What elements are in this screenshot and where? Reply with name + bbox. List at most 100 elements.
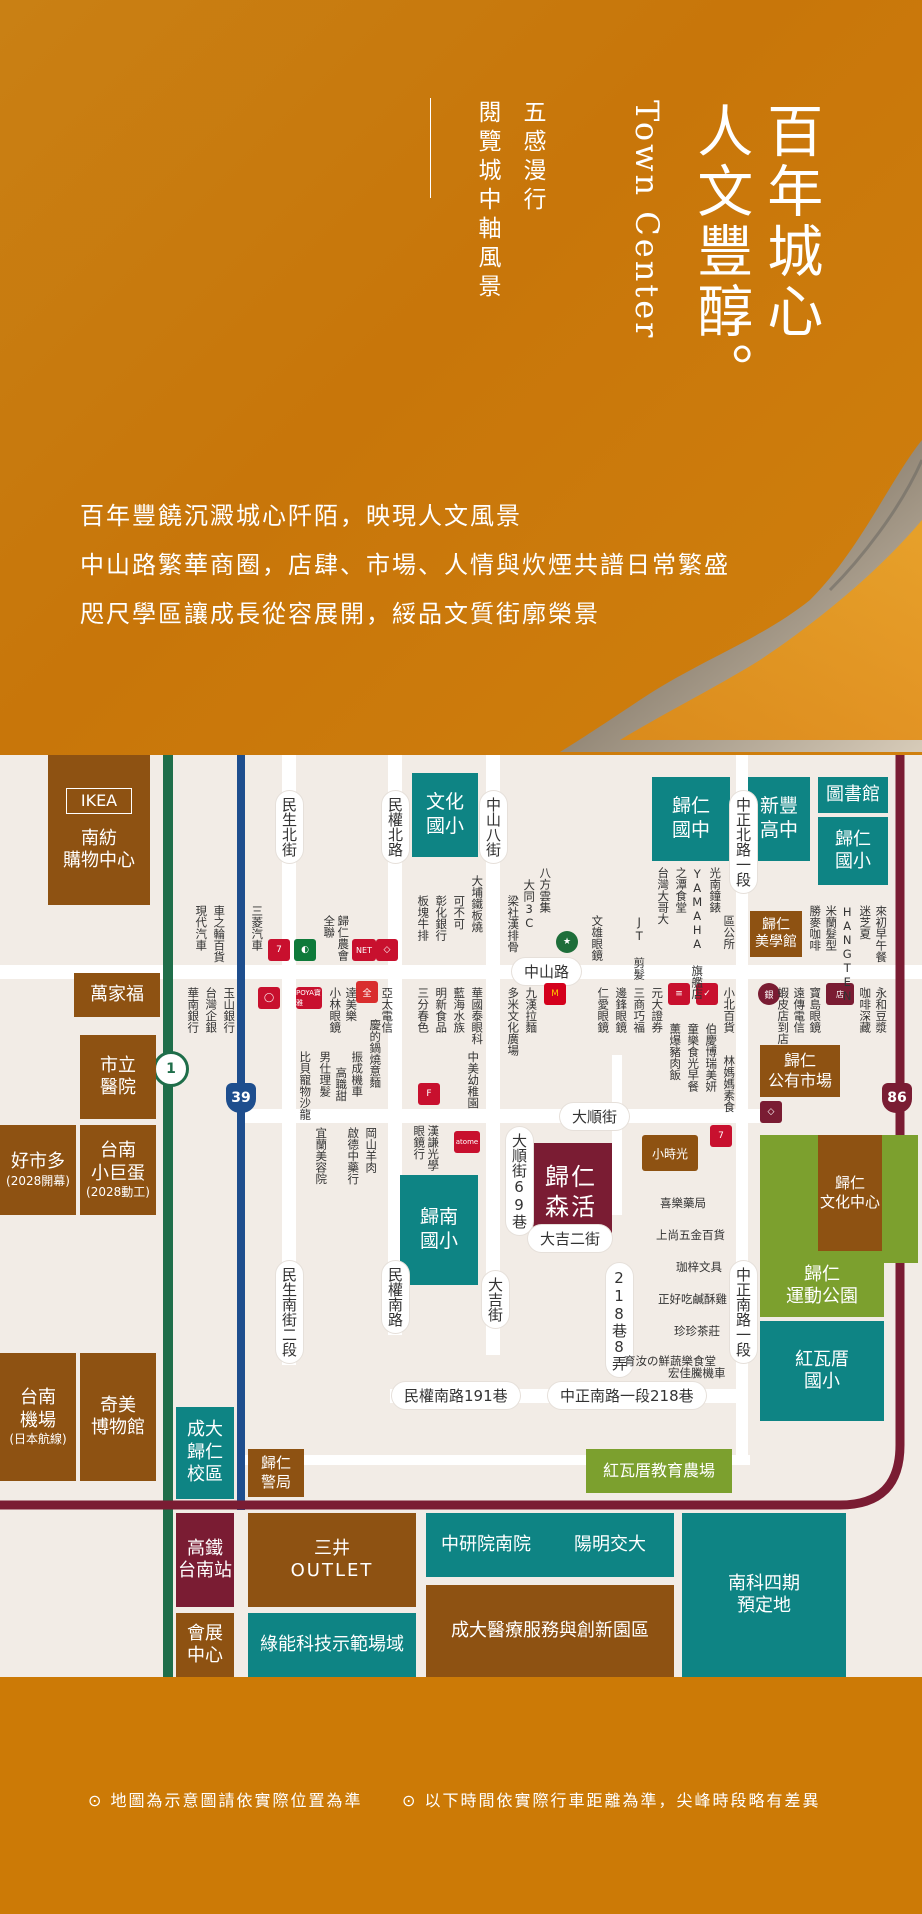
area-map: 1 39 86 IKEA 南紡 購物中心 萬家福 市立 醫院 好市多 (2028…: [0, 755, 922, 1677]
nycu: 陽明交大: [546, 1513, 674, 1577]
shop-xiaolin: 小林眼鏡: [328, 987, 343, 1033]
road-label-minquan-n: 民權北路: [382, 791, 409, 863]
shop-yushan: 玉山銀行: [222, 987, 237, 1033]
library: 圖書館: [818, 777, 888, 813]
road-label-zhongshan8: 中山八街: [480, 791, 507, 863]
nanfang-mall: IKEA 南紡 購物中心: [48, 755, 150, 905]
shop-yuanchuan: 遠傳電信: [792, 987, 807, 1033]
starbucks-icon: ★: [556, 931, 578, 953]
route-39-shield: 39: [226, 1083, 256, 1113]
hsr-tainan: 高鐵 台南站: [176, 1513, 234, 1607]
title-col2: 人文豐醇。: [687, 102, 753, 402]
shop-laichu: 來初早午餐: [874, 905, 889, 963]
road-label-minquan-s: 民權南路: [382, 1261, 409, 1333]
shop-guangnan2: 慶的鍋燒意麵: [368, 1019, 383, 1088]
road-label-minsheng-n: 民生北街: [276, 791, 303, 863]
seven-eleven-icon-2: 7: [710, 1125, 732, 1147]
shop-dajia: 達美樂: [344, 987, 359, 1022]
ikea-logo: IKEA: [65, 787, 133, 814]
note-time-disclaimer: ⊙ 以下時間依實際行車距離為準，尖峰時段略有差異: [402, 1791, 821, 1810]
hongwacuo-farm: 紅瓦厝教育農場: [586, 1449, 732, 1493]
shop-milan: 米蘭髮型: [824, 905, 839, 951]
road-label-dashun69: 大順街69巷: [506, 1127, 533, 1235]
shop-jiugongge: 九漢拉麵: [524, 987, 539, 1033]
guiren-culture-center: 歸仁 文化中心: [818, 1135, 882, 1251]
chimei-museum: 奇美 博物館: [80, 1353, 156, 1481]
road-zhongshan8: [486, 755, 500, 1355]
shop-yanxin: 眼鏡行: [412, 1125, 427, 1160]
shop-tongle: 童樂食光早餐: [686, 1023, 701, 1092]
road-minquan: [388, 755, 402, 1335]
road-label-zhongshan: 中山路: [512, 958, 582, 985]
shop-hongjie: 宏佳騰機車: [668, 1366, 726, 1380]
hongwacuo-elementary: 紅瓦厝 國小: [760, 1321, 884, 1421]
project-site: 歸仁 森活: [530, 1143, 612, 1241]
shop-hangten: HANGTEN: [840, 905, 855, 1003]
familymart-icon: F: [418, 1083, 440, 1105]
road-dashun: [240, 1109, 760, 1123]
footer: ⊙ 地圖為示意圖請依實際位置為準 ⊙ 以下時間依實際行車距離為準，尖峰時段略有差…: [0, 1677, 922, 1914]
wanjiafu: 萬家福: [74, 973, 160, 1017]
poya-logo: POYA寶雅: [296, 987, 322, 1009]
shop-mitsubishi: 三菱汽車: [250, 905, 265, 951]
road-lane218: [612, 1055, 622, 1215]
shop-hanqian: 漢謙光學: [426, 1125, 441, 1171]
road-label-daji: 大吉街: [482, 1271, 509, 1328]
store-logo: 店: [826, 983, 854, 1005]
intro-line-1: 百年豐饒沉澱城心阡陌，映現人文風景: [80, 502, 522, 530]
road-label-minsheng-s2: 民生南街二段: [276, 1261, 303, 1363]
guiren-junior-high: 歸仁 國中: [652, 777, 730, 861]
guinan-elementary: 歸南 國小: [400, 1175, 478, 1285]
road-label-zhongzheng-n1: 中正北路一段: [730, 791, 757, 893]
road-label-zhongzheng-s1: 中正南路一段: [730, 1261, 757, 1363]
shop-qucheng: 區公所: [722, 915, 737, 950]
shop-bosheng: 伯慶博瑞美妍: [704, 1023, 719, 1092]
shop-jiazi: 珈梓文具: [676, 1260, 722, 1274]
shop-yilan: 宜蘭美容院: [314, 1127, 329, 1185]
shop-zhenzhen: 珍珍茶莊: [674, 1324, 720, 1338]
mitsui-outlet: 三井 OUTLET: [248, 1513, 416, 1607]
shop-beef: 板塊牛排: [416, 895, 431, 941]
shop-yuanda: 元大證券: [650, 987, 665, 1033]
header-banner: 百年城心 人文豐醇。 Town Center 五感漫行 閱覽城中軸風景 百年豐饒…: [0, 0, 922, 755]
shop-taiwan-bank: 台灣大哥大: [656, 867, 671, 925]
shop-nanshi: 男仕理髮: [318, 1051, 333, 1097]
city-hospital: 市立 醫院: [80, 1035, 156, 1119]
hsbc-icon: 銀: [758, 983, 780, 1005]
shop-xiaobei: 小北百貨: [722, 987, 737, 1033]
nike-icon: ✓: [696, 983, 718, 1005]
shop-bafang: 八方雲集: [538, 867, 553, 913]
shop-zhitan: 之潭食堂: [674, 867, 689, 913]
shop-zhengcai: 正好吃鹹酥雞: [658, 1292, 727, 1306]
net-logo: NET: [352, 939, 376, 961]
shop-linbingma: 林媽媽素食: [722, 1055, 737, 1113]
ncku-medical-park: 成大醫療服務與創新園區: [426, 1585, 674, 1677]
sinica-south: 中研院南院: [426, 1513, 546, 1577]
subtitle-col1: 五感漫行: [519, 100, 545, 216]
shop-dapu: 大埔鐵板燒: [470, 875, 485, 933]
info-icon: ⊙: [402, 1791, 418, 1810]
shop-zhongmei: 中美幼稚園: [466, 1051, 481, 1109]
shop-changhua: 彰化銀行: [434, 895, 449, 941]
rail-green: [163, 755, 173, 1677]
shop-kebuke: 可不可: [452, 895, 467, 930]
intro-line-3: 咫尺學區讓成長從容展開，綏品文質街廓榮景: [80, 600, 600, 628]
shop-taiwan-ent: 台灣企銀: [204, 987, 219, 1033]
stsp-phase4: 南科四期 預定地: [682, 1513, 846, 1677]
shop-car: 車之輪百貨: [212, 905, 227, 963]
xiaoshi-logo: 小時光: [642, 1135, 698, 1171]
costco: 好市多 (2028開幕): [0, 1125, 76, 1215]
shop-yamato: 寶島眼鏡: [808, 987, 823, 1033]
shop-gang: 岡山羊肉: [364, 1127, 379, 1173]
shop-huaguo: 華國泰眼科: [470, 987, 485, 1045]
guiren-sports-park: 歸仁 運動公園: [760, 1255, 884, 1317]
route-1-shield: 1: [153, 1051, 189, 1087]
note-map-disclaimer: ⊙ 地圖為示意圖請依實際位置為準: [88, 1791, 363, 1810]
quanlian-icon: 全: [356, 981, 378, 1003]
seven-eleven-icon: 7: [268, 939, 290, 961]
culture-elementary: 文化 國小: [412, 773, 478, 857]
guiren-arts-center: 歸仁 美學館: [750, 911, 802, 957]
shop-shangjia: 上尚五金百貨: [656, 1228, 725, 1242]
atome-logo: atome: [454, 1131, 480, 1153]
adidas-icon: ≡: [668, 983, 690, 1005]
